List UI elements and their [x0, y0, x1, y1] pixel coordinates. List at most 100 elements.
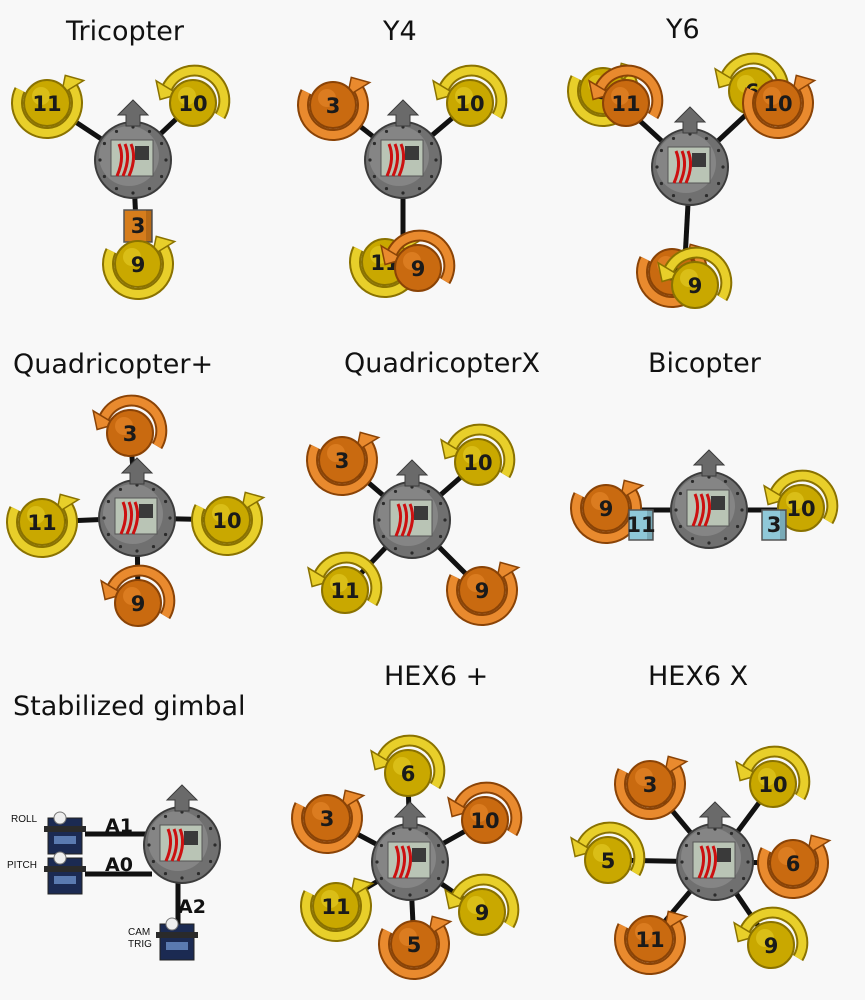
- motor-label: 3: [643, 773, 658, 797]
- motor-label: 11: [32, 92, 61, 116]
- motor-9: 9: [380, 229, 456, 292]
- board-wires: [164, 828, 185, 862]
- motor-11: 11: [614, 910, 689, 975]
- motor-10: 10: [440, 423, 516, 486]
- motor-label: 9: [599, 497, 614, 521]
- board-wires: [385, 143, 406, 177]
- board-chip: [135, 146, 149, 160]
- flight-controller-board: [364, 99, 442, 199]
- arrowhead-icon: [495, 561, 521, 583]
- motor-9: 9: [446, 561, 521, 626]
- motor-label: 9: [131, 253, 146, 277]
- arrowhead-icon: [663, 755, 689, 777]
- motor-10: 10: [447, 781, 523, 844]
- motor-label: 3: [123, 422, 138, 446]
- motor-label: 11: [321, 895, 350, 919]
- servo-name-label: PITCH: [7, 860, 37, 871]
- motor-label: 10: [178, 92, 207, 116]
- motor-label: 9: [475, 579, 490, 603]
- board-chip: [184, 831, 198, 845]
- board-wires: [697, 845, 718, 879]
- flight-controller-board: [94, 99, 172, 199]
- config-hex-plus: 6 3 10 11 9 5: [291, 734, 523, 980]
- board-wires: [672, 150, 693, 184]
- motor-label: 10: [758, 773, 787, 797]
- motor-3: 3: [291, 789, 366, 854]
- motor-9: 9: [102, 235, 177, 300]
- flight-controller-board: [670, 449, 748, 549]
- arrowhead-icon: [791, 74, 817, 96]
- board-chip: [139, 504, 153, 518]
- title-y4: Y4: [383, 16, 417, 47]
- motor-label: 11: [635, 928, 664, 952]
- forward-arrow-icon: [386, 99, 420, 127]
- board-chip: [414, 506, 428, 520]
- title-tricopter: Tricopter: [66, 16, 184, 47]
- servo-body: [628, 509, 654, 541]
- config-y6: 51161039: [567, 52, 817, 309]
- board-chip: [412, 848, 426, 862]
- motor-label: 9: [475, 901, 490, 925]
- arrowhead-icon: [355, 431, 381, 453]
- motor-10: 10: [742, 74, 817, 139]
- motor-10: 10: [735, 745, 811, 808]
- flight-controller-board: [651, 106, 729, 206]
- flight-controller-board: [371, 801, 449, 901]
- cam-trig-servo: [156, 917, 198, 961]
- board-wires: [115, 143, 136, 177]
- servo-label: 11: [626, 513, 655, 537]
- title-gimbal: Stabilized gimbal: [13, 691, 246, 722]
- motor-label: 3: [335, 449, 350, 473]
- servo-body: [47, 817, 83, 855]
- forward-arrow-icon: [165, 784, 199, 812]
- servo-horn: [53, 851, 67, 865]
- arrowhead-icon: [806, 834, 832, 856]
- servo-label: 3: [767, 513, 782, 537]
- motor-label: 6: [401, 762, 416, 786]
- title-quad-x: QuadricopterX: [344, 348, 540, 379]
- arrowhead-icon: [663, 910, 689, 932]
- motor-5: 5: [378, 915, 453, 980]
- roll-servo: [44, 811, 86, 855]
- arrowhead-icon: [346, 76, 372, 98]
- board-chip: [711, 496, 725, 510]
- config-hex-x: 3 10 5 6 11 9: [570, 745, 832, 975]
- motor-11: 11: [6, 493, 81, 558]
- servo-body: [123, 209, 153, 243]
- title-bicopter: Bicopter: [648, 348, 761, 379]
- motor-label: 9: [411, 257, 426, 281]
- motor-9: 9: [444, 873, 520, 936]
- motor-label: 10: [470, 809, 499, 833]
- pin-label: A1: [105, 815, 133, 837]
- motor-label: 11: [611, 92, 640, 116]
- servo-horn: [165, 917, 179, 931]
- flight-controller-board: [676, 801, 754, 901]
- title-hex-x: HEX6 X: [648, 661, 749, 692]
- left-tilt-servo: 11: [626, 509, 656, 541]
- tail-servo: 3: [123, 209, 153, 243]
- servo-name-label: ROLL: [11, 814, 38, 825]
- motor-label: 11: [27, 511, 56, 535]
- forward-arrow-icon: [673, 106, 707, 134]
- motor-label: 9: [764, 934, 779, 958]
- motor-11: 11: [588, 64, 664, 127]
- arrowhead-icon: [60, 74, 86, 96]
- motor-6: 6: [757, 834, 832, 899]
- motor-11: 11: [11, 74, 86, 139]
- arrowhead-icon: [240, 491, 266, 513]
- motor-label: 3: [326, 94, 341, 118]
- motor-10: 10: [191, 491, 266, 556]
- forward-arrow-icon: [395, 459, 429, 487]
- motor-10: 10: [432, 64, 508, 127]
- motor-label: 5: [601, 849, 616, 873]
- servo-label: 3: [131, 214, 146, 238]
- motor-label: 5: [407, 933, 422, 957]
- board-chip: [717, 848, 731, 862]
- board-wires: [394, 503, 415, 537]
- motor-3: 3: [614, 755, 689, 820]
- pin-label: A0: [105, 854, 133, 876]
